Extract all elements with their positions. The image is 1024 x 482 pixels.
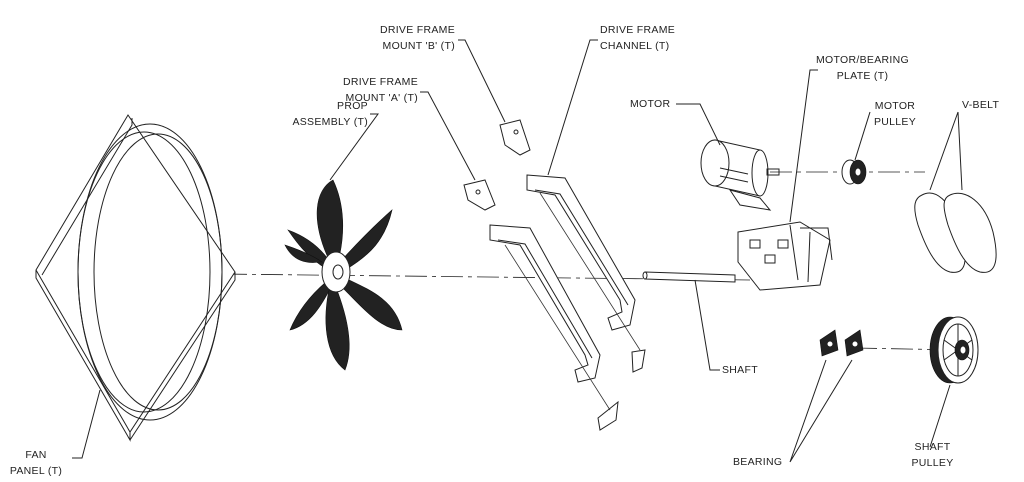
motor <box>700 139 780 211</box>
fan-panel <box>35 114 236 442</box>
motor-bearing-plate <box>737 221 833 291</box>
label-line: PULLEY <box>873 116 917 128</box>
label-line: MOUNT 'B' (T) <box>382 40 455 52</box>
label-line: PLATE (T) <box>836 70 889 82</box>
label-line: MOUNT 'A' (T) <box>345 92 418 104</box>
label-bearing: BEARING <box>733 456 783 468</box>
label-line: DRIVE FRAME <box>379 24 455 36</box>
label-line: PANEL (T) <box>9 465 63 477</box>
motor-pulley <box>841 159 867 185</box>
shaft <box>642 271 736 283</box>
shaft-pulley <box>929 316 979 384</box>
label-shaft-pulley: SHAFT PULLEY <box>905 439 960 471</box>
label-v-belt: V-BELT <box>962 99 1000 111</box>
label-motor-bearing-plate: MOTOR/BEARING PLATE (T) <box>815 52 910 84</box>
bearings <box>819 329 864 357</box>
label-prop-assembly: PROP ASSEMBLY (T) <box>258 98 368 130</box>
label-drive-frame-mount-b: DRIVE FRAME MOUNT 'B' (T) <box>330 22 455 54</box>
label-line: PROP <box>337 100 368 112</box>
label-line: MOTOR <box>874 100 916 112</box>
label-line: DRIVE FRAME <box>600 24 676 36</box>
label-line: ASSEMBLY (T) <box>292 116 368 128</box>
v-belt <box>914 192 997 273</box>
label-drive-frame-channel: DRIVE FRAME CHANNEL (T) <box>600 22 675 54</box>
label-drive-frame-mount-a: DRIVE FRAME MOUNT 'A' (T) <box>300 74 418 106</box>
label-line: FAN <box>25 449 47 461</box>
label-fan-panel: FAN PANEL (T) <box>0 447 72 479</box>
leader-lines <box>72 39 963 463</box>
label-motor-pulley: MOTOR PULLEY <box>865 98 925 130</box>
label-line: DRIVE FRAME <box>342 76 418 88</box>
label-line: MOTOR/BEARING <box>816 54 909 66</box>
label-shaft: SHAFT <box>722 364 758 376</box>
drive-frame-channel <box>489 174 646 431</box>
label-motor: MOTOR <box>630 98 671 110</box>
label-line: SHAFT <box>914 441 951 453</box>
drive-frame-mount-b <box>499 119 531 156</box>
prop-assembly <box>284 179 403 371</box>
label-line: PULLEY <box>911 457 954 469</box>
label-line: CHANNEL (T) <box>600 40 670 52</box>
drive-frame-mount-a <box>463 179 496 211</box>
